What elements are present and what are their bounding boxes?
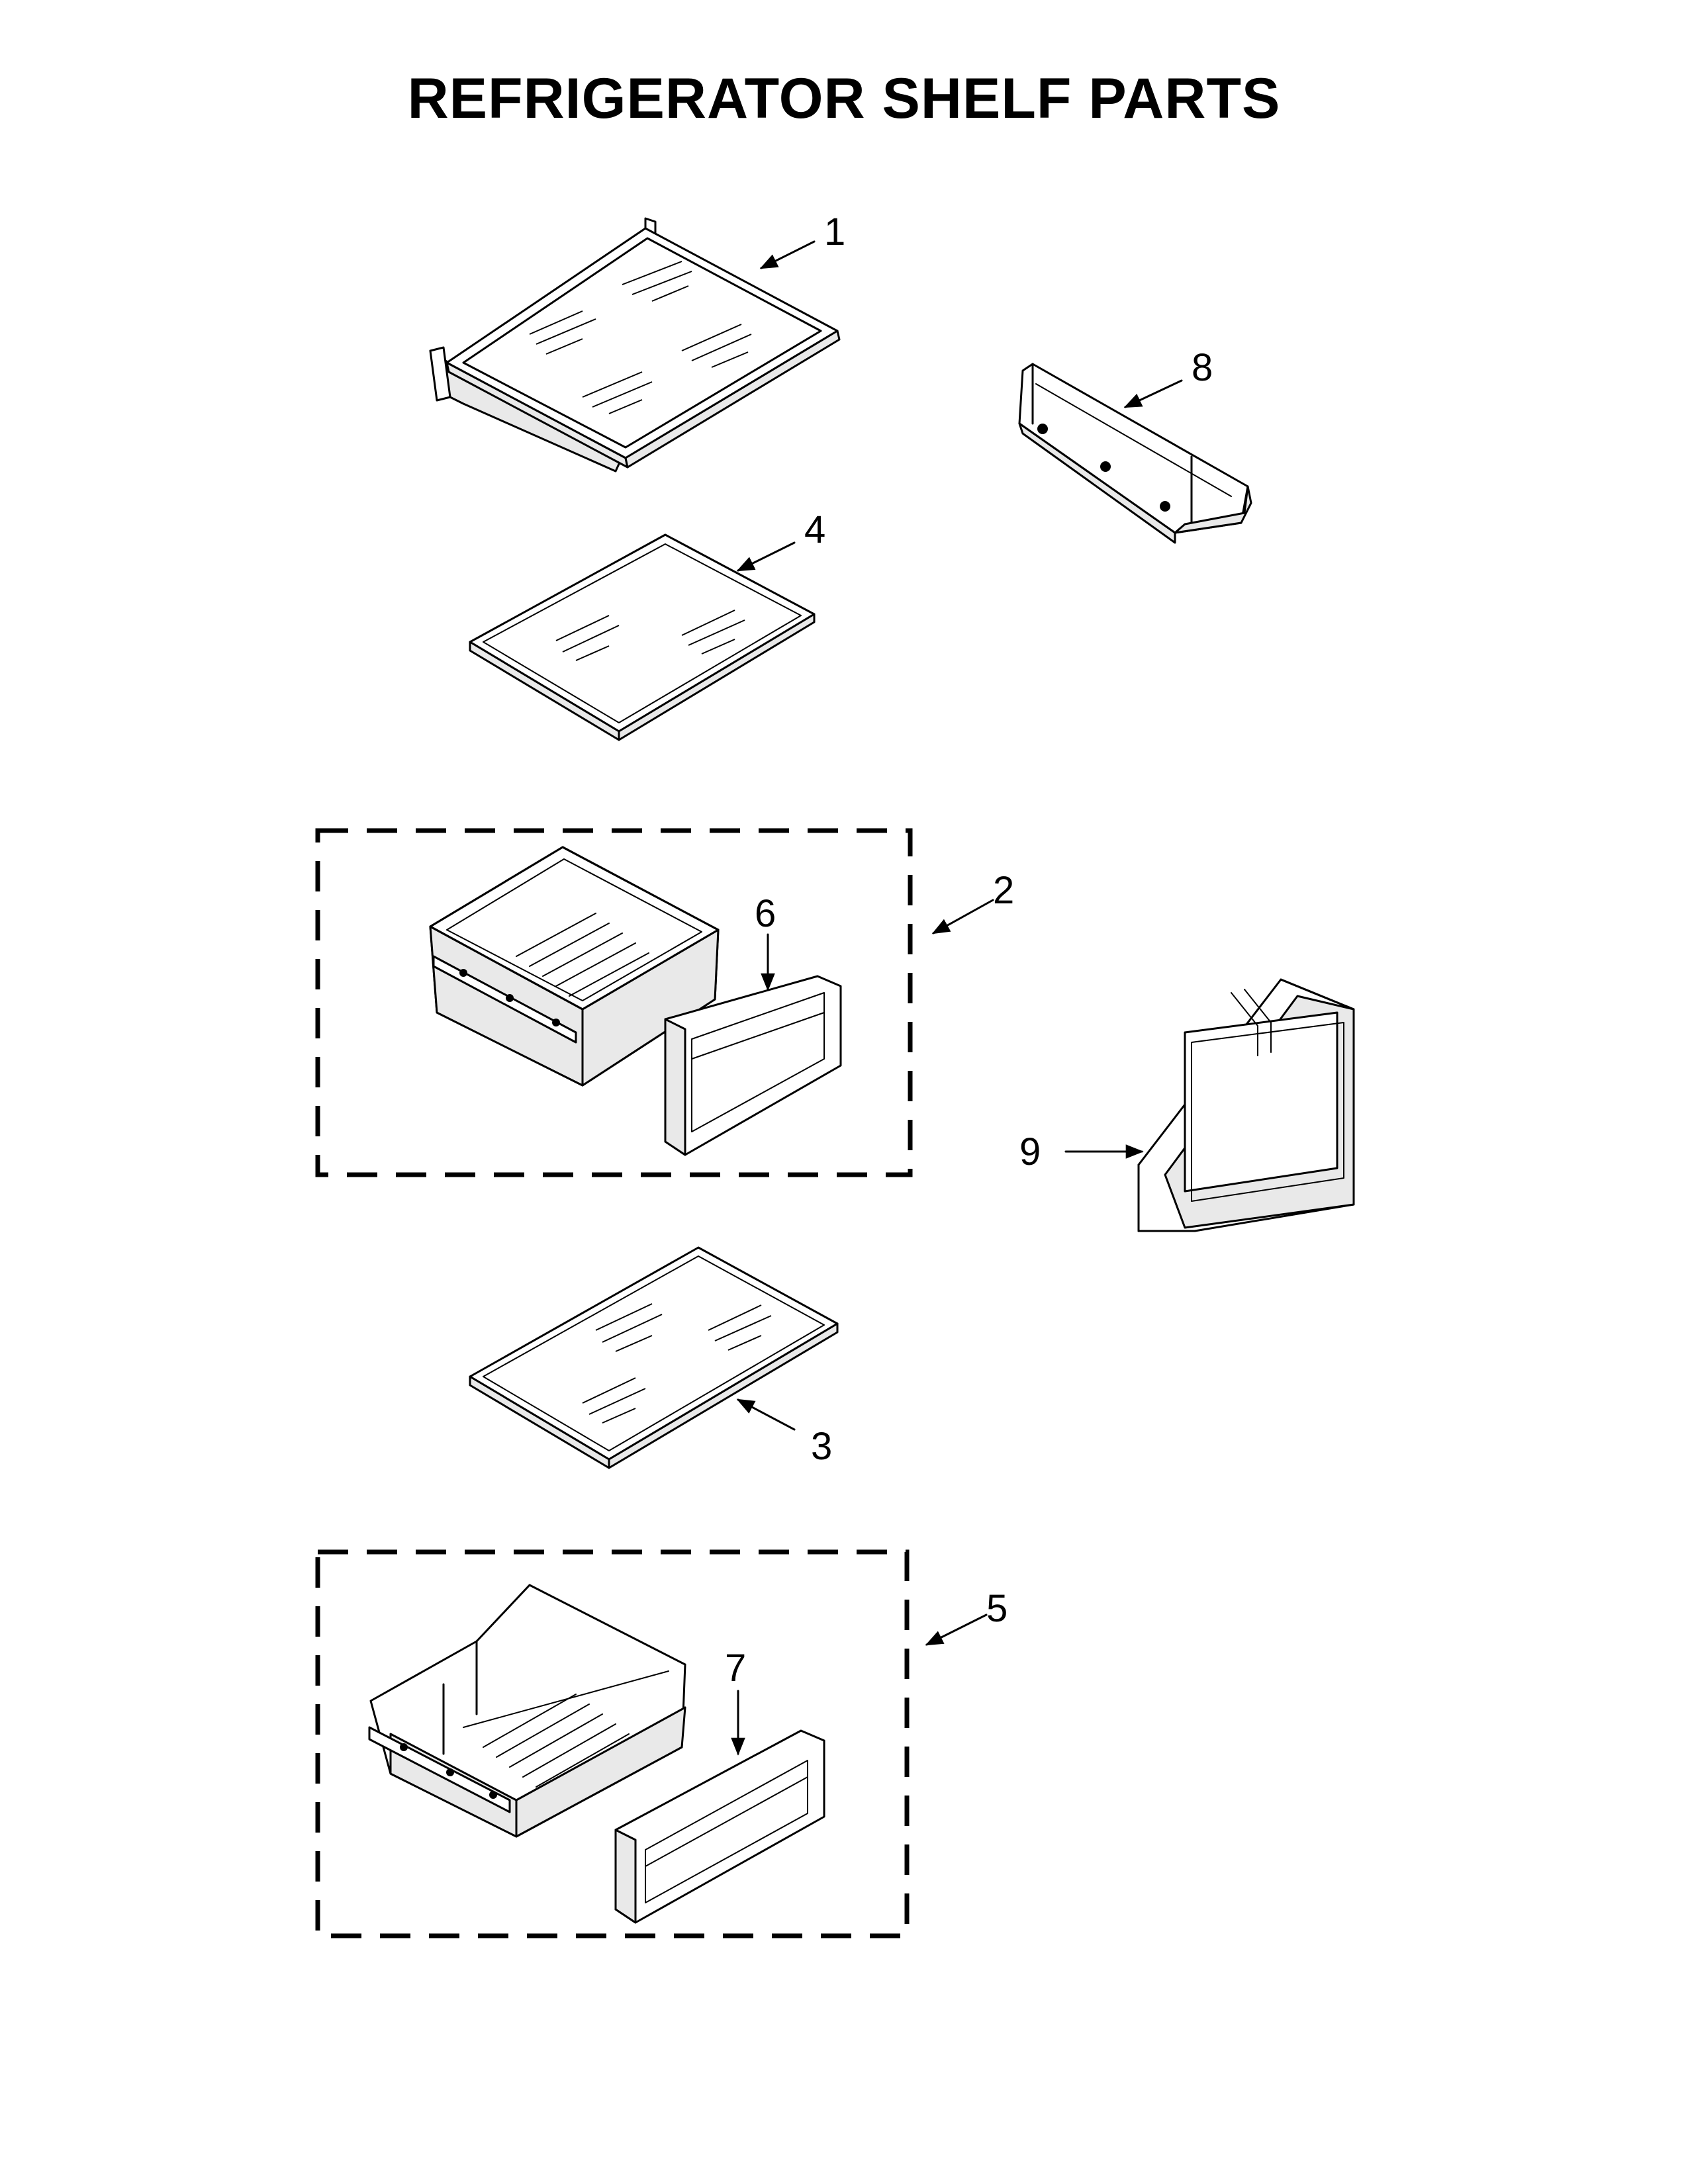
callout-4: 4 bbox=[804, 508, 825, 551]
assembly-box-5 bbox=[315, 1549, 910, 1938]
assembly-box-2 bbox=[315, 828, 913, 1177]
leader-line-8 bbox=[1123, 379, 1183, 408]
callout-1: 1 bbox=[824, 210, 845, 253]
callout-8: 8 bbox=[1192, 346, 1213, 389]
part-3-glass-shelf bbox=[469, 1246, 839, 1469]
crisper-drawer-lower bbox=[368, 1584, 686, 1838]
page-title: REFRIGERATOR SHELF PARTS bbox=[407, 67, 1281, 130]
crisper-drawer-upper bbox=[429, 846, 720, 1087]
callout-3: 3 bbox=[811, 1425, 832, 1468]
leader-line-3 bbox=[736, 1398, 796, 1431]
part-1-glass-shelf-assembly bbox=[429, 217, 841, 473]
part-4-glass-shelf-insert bbox=[469, 533, 816, 741]
callout-7: 7 bbox=[725, 1647, 746, 1690]
part-9-door-bin bbox=[1137, 978, 1355, 1232]
callout-9: 9 bbox=[1019, 1130, 1041, 1173]
callout-6: 6 bbox=[755, 892, 776, 935]
callout-5: 5 bbox=[986, 1587, 1008, 1630]
leader-line-4 bbox=[736, 541, 796, 572]
leader-line-1 bbox=[759, 240, 816, 269]
callout-2: 2 bbox=[993, 869, 1014, 912]
part-8-shelf-rail bbox=[1018, 363, 1252, 544]
leader-line-2 bbox=[931, 899, 994, 934]
part-7-drawer-front-lower bbox=[614, 1729, 825, 1924]
part-6-drawer-front-upper bbox=[664, 975, 842, 1156]
leader-line-5 bbox=[925, 1614, 988, 1646]
